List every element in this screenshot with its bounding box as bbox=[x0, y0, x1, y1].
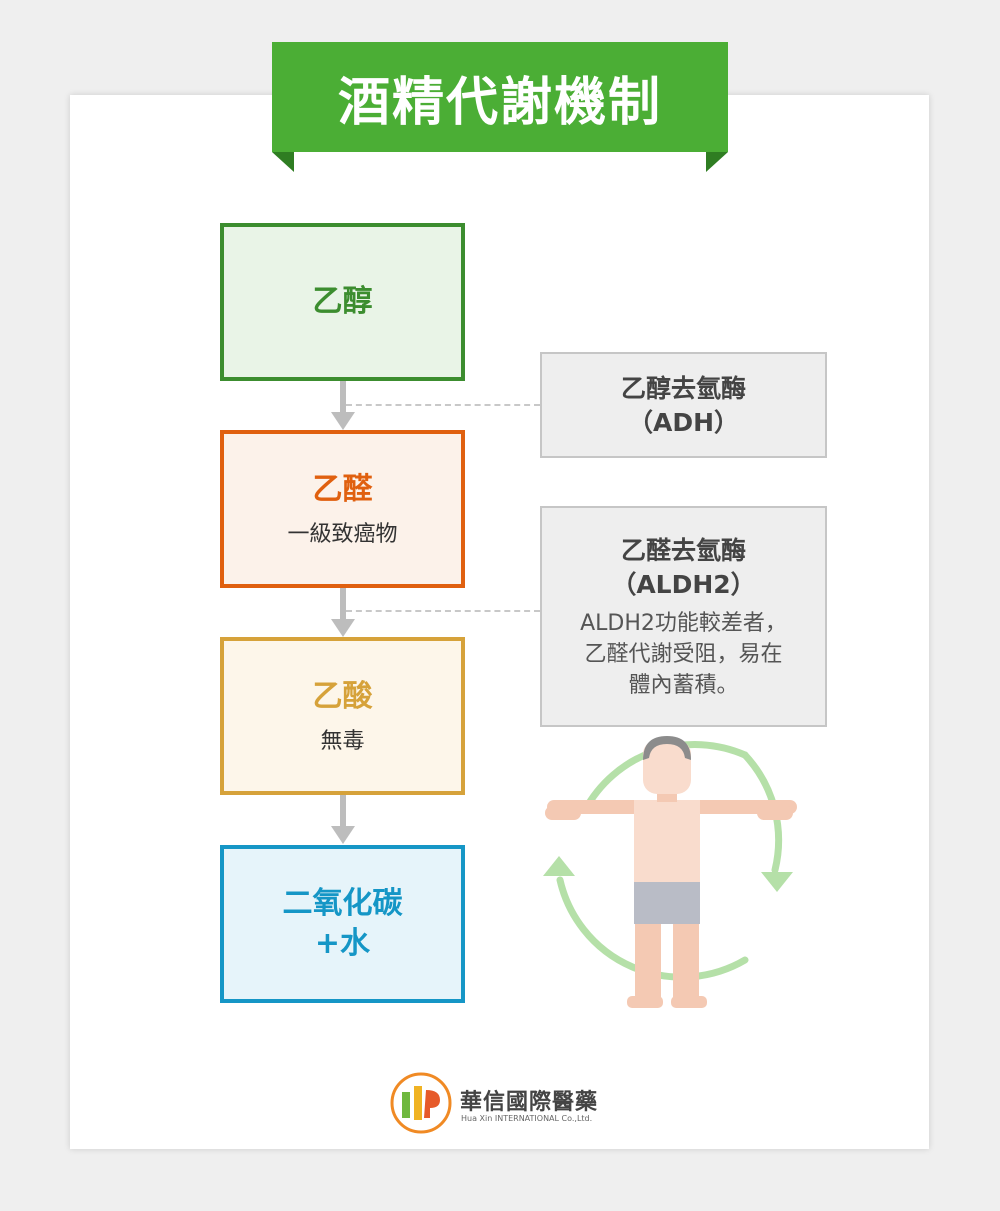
stage-name: 乙醇 bbox=[312, 283, 373, 319]
arrow-down-icon bbox=[331, 826, 355, 844]
stage-name: 乙酸 bbox=[312, 678, 373, 714]
stage-co2-water: 二氧化碳 +水 bbox=[220, 845, 465, 1003]
logo-brand-name: 華信國際醫藥 bbox=[460, 1090, 599, 1115]
flow-line-1 bbox=[340, 380, 346, 412]
stage-name: 乙醛 bbox=[312, 471, 373, 507]
stage-acetic-acid: 乙酸 無毒 bbox=[220, 637, 465, 795]
enzyme-title: 乙醛去氫酶 （ALDH2） bbox=[611, 536, 756, 599]
right-hand bbox=[757, 806, 793, 820]
arrow-down-icon bbox=[331, 619, 355, 637]
stage-note: 無毒 bbox=[320, 729, 365, 755]
hair bbox=[643, 736, 691, 760]
logo-brand-subtitle: Hua Xin INTERNATIONAL Co.,Ltd. bbox=[461, 1114, 593, 1123]
enzyme-connector-aldh2 bbox=[346, 610, 540, 612]
enzyme-aldh2-box: 乙醛去氫酶 （ALDH2） ALDH2功能較差者， 乙醛代謝受阻，易在 體內蓄積… bbox=[540, 506, 827, 727]
enzyme-description: ALDH2功能較差者， 乙醛代謝受阻，易在 體內蓄積。 bbox=[580, 611, 787, 698]
enzyme-adh-box: 乙醇去氫酶 （ADH） bbox=[540, 352, 827, 458]
body-metabolism-illustration bbox=[543, 736, 797, 1008]
flow-line-2 bbox=[340, 587, 346, 619]
cycle-arrowhead-left bbox=[543, 856, 575, 876]
flow-line-3 bbox=[340, 794, 346, 826]
left-foot bbox=[627, 996, 663, 1008]
stage-name: 二氧化碳 +水 bbox=[282, 885, 403, 962]
enzyme-connector-adh bbox=[346, 404, 540, 406]
right-leg bbox=[673, 924, 699, 1000]
enzyme-title: 乙醇去氫酶 （ADH） bbox=[620, 374, 746, 437]
left-leg bbox=[635, 924, 661, 1000]
right-foot bbox=[671, 996, 707, 1008]
stage-ethanol: 乙醇 bbox=[220, 223, 465, 381]
stage-note: 一級致癌物 bbox=[287, 522, 398, 548]
head bbox=[643, 740, 691, 794]
arrow-down-icon bbox=[331, 412, 355, 430]
cycle-arrowhead-right bbox=[761, 872, 793, 892]
cycle-arc-bottom bbox=[556, 876, 749, 981]
company-logo: 華信國際醫藥 Hua Xin INTERNATIONAL Co.,Ltd. bbox=[390, 1072, 620, 1134]
stage-acetaldehyde: 乙醛 一級致癌物 bbox=[220, 430, 465, 588]
torso bbox=[634, 800, 700, 890]
logo-mark-icon bbox=[390, 1072, 452, 1134]
banner-fold-right bbox=[706, 152, 728, 172]
banner-fold-left bbox=[272, 152, 294, 172]
left-hand bbox=[545, 806, 581, 820]
shorts bbox=[634, 882, 700, 924]
page-title: 酒精代謝機制 bbox=[272, 42, 728, 152]
